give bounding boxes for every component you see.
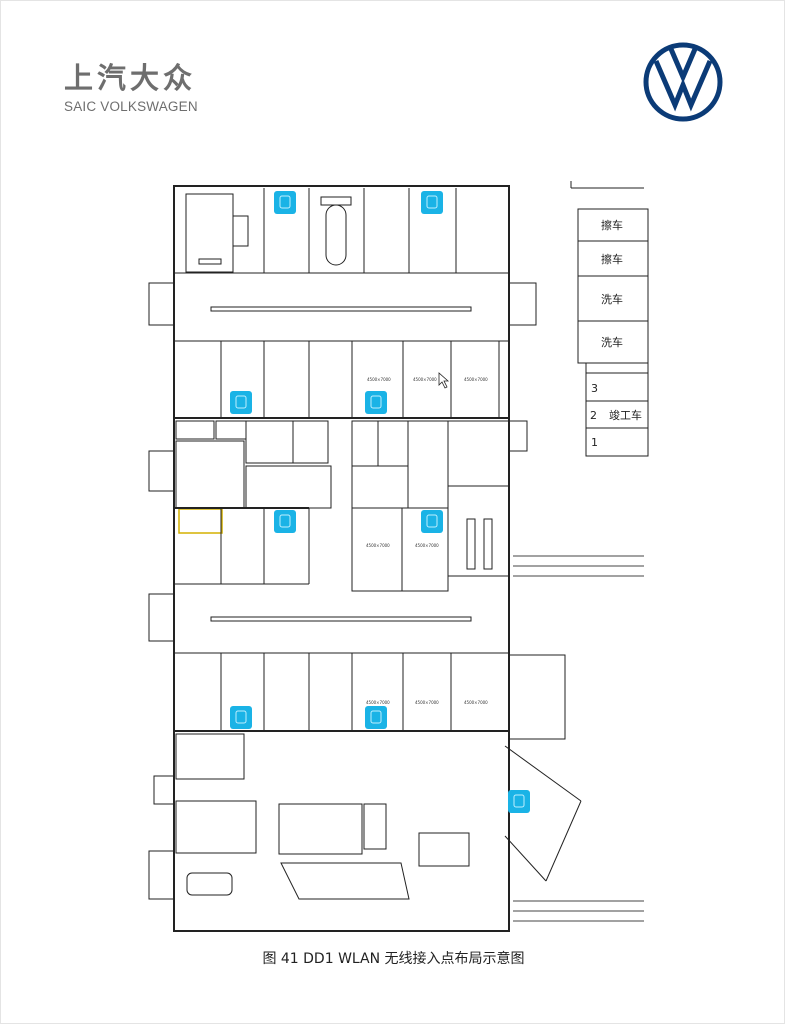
bay-dimension: 4500×7000 <box>366 700 390 705</box>
bay-dimension: 4500×7000 <box>366 543 390 548</box>
table-cell: 擦车 <box>601 218 623 232</box>
table-cell: 1 <box>591 436 598 449</box>
table-cell: 洗车 <box>601 335 623 349</box>
bay-dimension: 4500×7000 <box>464 377 488 382</box>
wifi-access-point-icon <box>365 706 387 729</box>
bay-dimension: 4500×7000 <box>464 700 488 705</box>
figure-caption: 图 41 DD1 WLAN 无线接入点布局示意图 <box>262 951 525 967</box>
vw-logo-icon <box>643 42 723 122</box>
table-cell: 3 <box>591 382 598 395</box>
wifi-access-point-icon <box>421 191 443 214</box>
wifi-access-point-icon <box>230 391 252 414</box>
table-cell: 竣工车 <box>609 408 642 422</box>
right-table-labels: 擦车 擦车 洗车 洗车 3 2 竣工车 1 <box>590 218 642 449</box>
wifi-access-point-icon <box>230 706 252 729</box>
mouse-cursor-icon <box>438 372 450 389</box>
wifi-access-point-icon <box>274 510 296 533</box>
wifi-access-point-icon <box>274 191 296 214</box>
saic-logo-chinese: 上汽大众 <box>64 61 197 95</box>
wlan-access-points <box>230 191 530 813</box>
wifi-access-point-icon <box>508 790 530 813</box>
table-cell: 洗车 <box>601 292 623 306</box>
bay-dimension: 4500×7000 <box>415 700 439 705</box>
table-cell: 擦车 <box>601 252 623 266</box>
wifi-access-point-icon <box>421 510 443 533</box>
bay-dimension: 4500×7000 <box>367 377 391 382</box>
bay-dimension: 4500×7000 <box>415 543 439 548</box>
wifi-access-point-icon <box>365 391 387 414</box>
dimension-labels: 4500×7000 4500×7000 4500×7000 4500×7000 … <box>366 377 488 705</box>
table-cell: 2 <box>590 409 597 422</box>
bay-dimension: 4500×7000 <box>413 377 437 382</box>
saic-logo-english: SAIC VOLKSWAGEN <box>64 99 198 114</box>
